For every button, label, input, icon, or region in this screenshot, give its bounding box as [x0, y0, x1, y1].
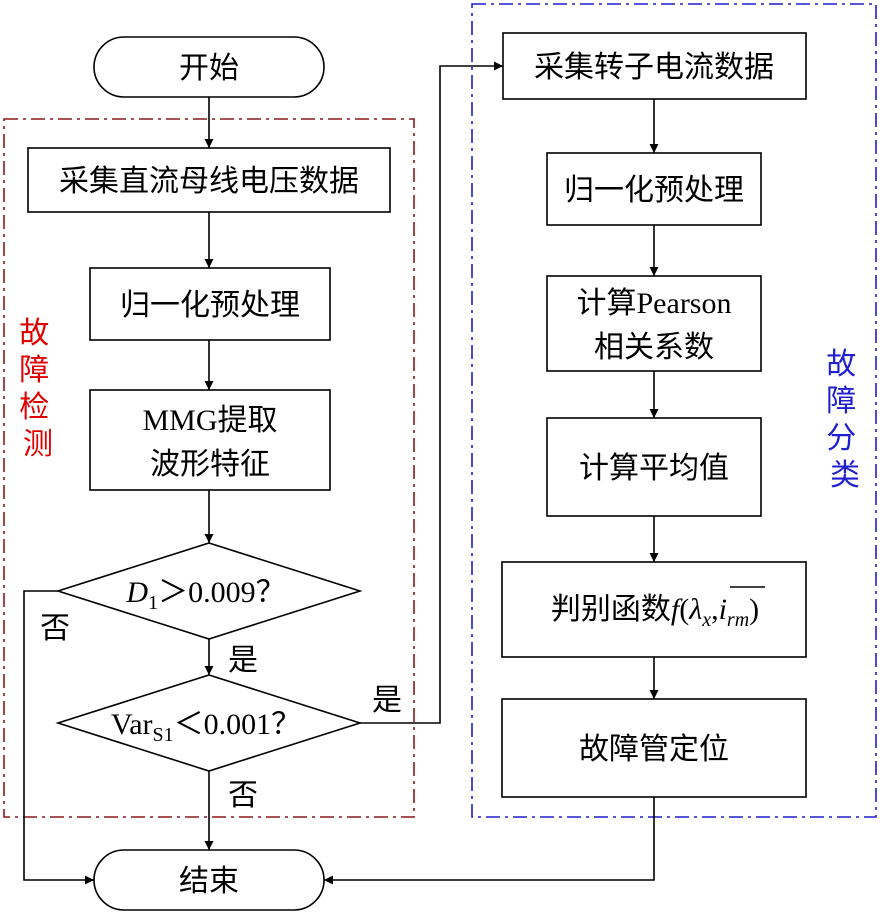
normalize-right-box	[546, 152, 762, 226]
detection-region-border	[3, 118, 415, 818]
end-label: 结束	[179, 865, 239, 898]
mmg-label-line2: 波形特征	[150, 448, 270, 481]
classification-region-border	[471, 3, 877, 818]
condition-d1-label: D1＞0.009？	[125, 576, 285, 614]
mmg-box	[89, 389, 331, 491]
condition-var-label: VarS1＜0.001？	[111, 708, 301, 746]
arrow-cond1-no-to-end	[23, 590, 94, 885]
mean-label: 计算平均值	[579, 452, 729, 485]
normalize-right-label: 归一化预处理	[564, 174, 744, 207]
discriminant-label: 判别函数f(λx,irm)	[551, 593, 759, 631]
locate-box	[501, 698, 807, 798]
cond1-no-label: 否	[40, 612, 70, 645]
pearson-label-line1: 计算Pearson	[577, 287, 732, 320]
collect-dc-voltage-label: 采集直流母线电压数据	[59, 165, 359, 198]
discriminant-box	[501, 561, 807, 658]
cond1-yes-label: 是	[228, 644, 258, 677]
collect-rotor-current-label: 采集转子电流数据	[534, 51, 774, 84]
collect-dc-voltage-box	[27, 147, 391, 213]
arrow-cond2-yes-to-rotor	[360, 61, 503, 724]
pearson-box	[546, 275, 762, 372]
cond2-yes-label: 是	[372, 684, 402, 717]
collect-rotor-current-box	[502, 32, 807, 100]
start-label: 开始	[179, 52, 239, 85]
pearson-label-line2: 相关系数	[594, 331, 714, 364]
classification-region-label: 故 障 分 类	[826, 348, 864, 492]
normalize-left-box	[89, 267, 331, 341]
cond2-no-label: 否	[228, 779, 258, 812]
normalize-left-label: 归一化预处理	[120, 289, 300, 322]
locate-label: 故障管定位	[579, 733, 729, 766]
mmg-label-line1: MMG提取	[142, 404, 277, 437]
arrow-locate-to-end	[324, 797, 655, 885]
detection-region-label: 故 障 检 测	[19, 317, 57, 461]
